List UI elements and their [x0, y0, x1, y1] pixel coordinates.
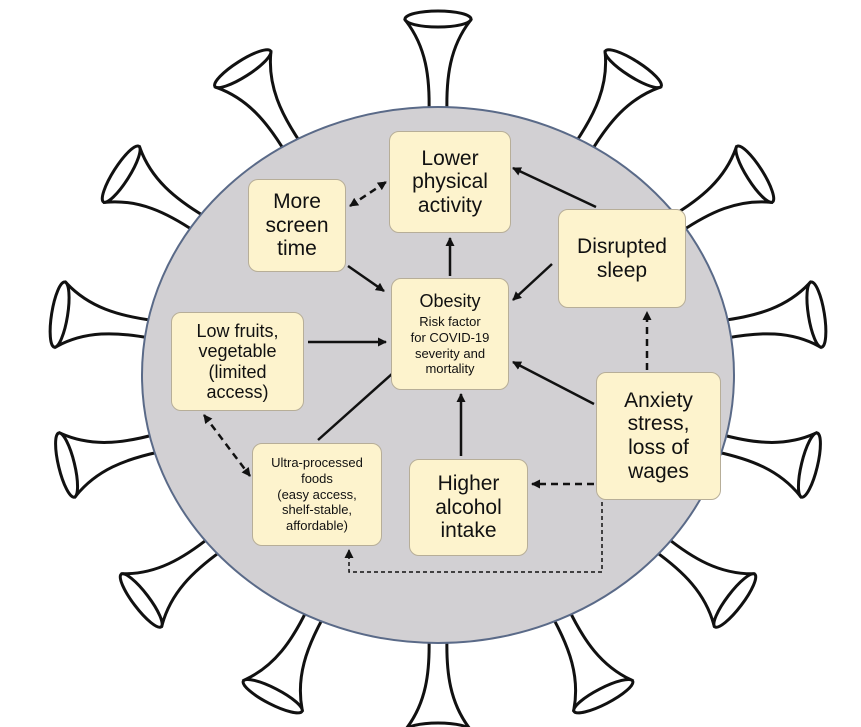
virus-spike — [573, 48, 663, 155]
virus-spike — [241, 606, 326, 715]
node-label-line: Risk factor — [419, 313, 481, 329]
node-label-line: Ultra-processed — [271, 454, 363, 470]
virus-spike — [550, 606, 635, 715]
node-lower-physical-activity: Lower physical activity — [389, 131, 511, 233]
node-label-line: time — [277, 237, 317, 261]
node-label-line: Low fruits, — [196, 321, 279, 342]
node-label-line: shelf-stable, — [281, 502, 353, 518]
node-obesity: Obesity Risk factor for COVID-19 severit… — [391, 278, 509, 390]
node-label-line: activity — [417, 193, 483, 217]
virus-spike — [714, 430, 822, 500]
edge-ultra-processed-foods-to-obesity — [317, 364, 403, 441]
node-more-screen-time: More screen time — [248, 179, 346, 272]
node-label-line: foods — [301, 470, 333, 486]
node-label-line: loss of — [628, 436, 689, 459]
node-label-line: (easy access, — [277, 486, 357, 502]
node-label-line: severity and — [414, 345, 486, 361]
node-label-line: (limited — [208, 361, 267, 382]
node-anxiety-stress: Anxiety stress, loss of wages — [596, 372, 721, 500]
node-label-line: screen — [265, 213, 329, 237]
diagram-edges — [203, 166, 652, 573]
virus-spike — [720, 280, 828, 350]
edge-disrupted-sleep-to-lower-physical-activity — [512, 166, 597, 209]
node-label-line: mortality — [425, 361, 475, 377]
node-label-line: sleep — [596, 258, 648, 282]
virus-spike — [54, 430, 162, 500]
node-label-line: physical — [412, 170, 488, 194]
node-label-line: alcohol — [435, 495, 502, 519]
edge-low-fruits-vegetable-to-ultra-processed-foods — [203, 414, 251, 477]
node-label-line: wages — [628, 459, 689, 483]
node-label-line: stress, — [627, 412, 690, 436]
node-label-line: intake — [440, 519, 497, 543]
edge-disrupted-sleep-to-obesity — [512, 263, 553, 301]
virus-spike — [48, 280, 156, 350]
node-title: Obesity — [419, 290, 481, 311]
node-low-fruits-vegetable: Low fruits, vegetable (limited access) — [171, 312, 304, 411]
virus-spikes — [48, 9, 828, 727]
virus-spike — [402, 9, 474, 115]
virus-spike — [652, 534, 758, 629]
node-label-line: vegetable — [198, 341, 277, 362]
node-label-line: access) — [206, 381, 269, 402]
virus-spike — [668, 144, 776, 235]
node-ultra-processed-foods: Ultra-processed foods (easy access, shel… — [252, 443, 382, 546]
virus-spike — [100, 144, 208, 235]
node-label-line: More — [273, 190, 321, 214]
edge-anxiety-stress-to-ultra-processed-foods — [344, 502, 603, 573]
node-higher-alcohol-intake: Higher alcohol intake — [409, 459, 528, 556]
node-label-line: Lower — [421, 146, 479, 170]
node-label-line: Disrupted — [577, 234, 667, 258]
edge-anxiety-stress-to-obesity — [512, 360, 595, 406]
edge-more-screen-time-to-obesity — [347, 264, 385, 293]
node-label-line: Higher — [437, 472, 500, 496]
edge-more-screen-time-to-lower-physical-activity — [349, 180, 387, 208]
virus-spike — [213, 48, 303, 155]
node-label-line: Anxiety — [624, 388, 693, 412]
node-label-line: affordable) — [286, 518, 348, 534]
node-disrupted-sleep: Disrupted sleep — [558, 209, 686, 308]
node-label-line: for COVID-19 — [410, 329, 490, 345]
virus-spike — [405, 635, 471, 727]
virus-spike — [118, 534, 224, 629]
